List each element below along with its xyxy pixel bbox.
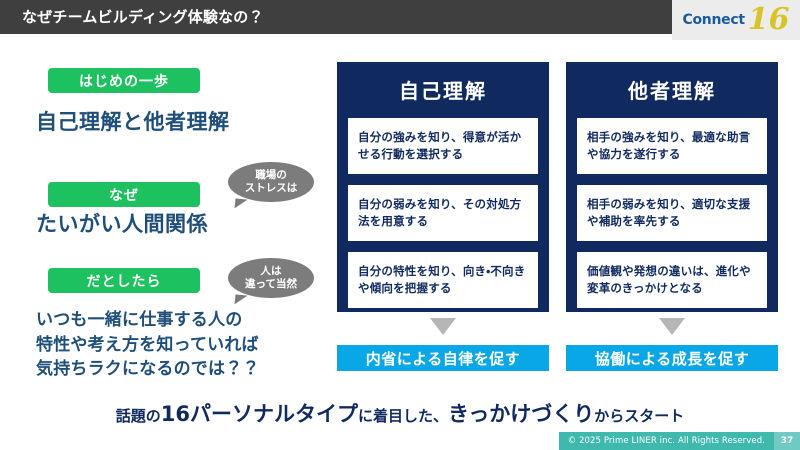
step-pill-3: だとしたら (48, 268, 200, 293)
panel-self-card-3: 自分の特性を知り、向き・不向きや傾向を把握する (348, 252, 538, 308)
panel-self-understanding-title: 自己理解 (399, 79, 487, 103)
speech-bubble-1-line2: ストレスは (244, 182, 298, 194)
page-number: 37 (774, 432, 800, 450)
down-arrow-icon-1 (430, 318, 456, 335)
result-bar-self: 内省による自律を促す (337, 345, 549, 371)
closing-paragraph: いつも一緒に仕事する人の 特性や考え方を知っていれば 気持ちラクになるのでは？？ (36, 308, 260, 382)
panel-self-card-1: 自分の強みを知り、得意が活かせる行動を選択する (348, 118, 538, 174)
down-arrow-icon-2 (659, 318, 685, 335)
connect16-logo: Connect 16 (672, 0, 800, 40)
closing-line-1: いつも一緒に仕事する人の (36, 310, 243, 330)
slide-footer: © 2025 Prime LINER inc. All Rights Reser… (558, 432, 800, 450)
panel-other-card-1-text: 相手の強みを知り、最適な助言や協力を遂行する (587, 129, 751, 161)
panel-other-card-3: 価値観や発想の違いは、進化や変革のきっかけとなる (577, 252, 767, 308)
panel-self-understanding: 自己理解 自分の強みを知り、得意が活かせる行動を選択する 自分の弱みを知り、その… (337, 62, 549, 312)
panel-self-card-3-text: 自分の特性を知り、向き・不向きや傾向を把握する (358, 263, 526, 295)
page-title: なぜチームビルディング体験なの？ (22, 8, 264, 26)
panel-other-understanding-title: 他者理解 (628, 79, 716, 103)
caption-part-4: きっかけづくり (448, 402, 595, 426)
panel-other-understanding: 他者理解 相手の強みを知り、最適な助言や協力を遂行する 相手の弱みを知り、適切な… (566, 62, 778, 312)
panel-other-card-2: 相手の弱みを知り、適切な支援や補助を率先する (577, 185, 767, 241)
panel-other-card-3-text: 価値観や発想の違いは、進化や変革のきっかけとなる (587, 263, 751, 295)
speech-bubble-1: 職場の ストレスは (228, 162, 314, 210)
panel-other-card-2-text: 相手の弱みを知り、適切な支援や補助を率先する (587, 196, 751, 228)
step-pill-2: なぜ (48, 182, 200, 207)
result-bar-other: 協働による成長を促す (566, 345, 778, 371)
step-pill-1: はじめの一歩 (48, 68, 200, 93)
closing-line-3: 気持ちラクになるのでは？？ (36, 359, 260, 380)
lead-text-2: たいがい人間関係 (36, 212, 208, 236)
speech-bubble-tail-icon (234, 294, 248, 306)
panel-self-card-2: 自分の弱みを知り、その対処方法を用意する (348, 185, 538, 241)
panel-self-card-2-text: 自分の弱みを知り、その対処方法を用意する (358, 196, 522, 228)
caption-part-2: 16パーソナルタイプ (160, 402, 359, 426)
logo-number: 16 (747, 2, 790, 37)
lead-text-1: 自己理解と他者理解 (36, 110, 230, 134)
panel-other-card-1: 相手の強みを知り、最適な助言や協力を遂行する (577, 118, 767, 174)
panel-self-card-1-text: 自分の強みを知り、得意が活かせる行動を選択する (358, 129, 522, 161)
logo-word: Connect (682, 12, 746, 28)
copyright-text: © 2025 Prime LINER inc. All Rights Reser… (558, 432, 774, 450)
caption-part-1: 話題の (115, 407, 161, 425)
speech-bubble-tail-icon (234, 198, 248, 210)
speech-bubble-2-line1: 人は (260, 264, 282, 277)
speech-bubble-2: 人は 違って当然 (228, 258, 314, 306)
caption-part-5: からスタート (594, 407, 685, 425)
bottom-caption: 話題の16パーソナルタイプに着目した、きっかけづくりからスタート (0, 398, 800, 428)
caption-part-3: に着目した、 (358, 407, 449, 425)
speech-bubble-1-line1: 職場の (255, 168, 287, 181)
closing-line-2: 特性や考え方を知っていれば (36, 334, 259, 355)
slide-title-bar (0, 0, 800, 34)
speech-bubble-2-line2: 違って当然 (245, 278, 297, 290)
